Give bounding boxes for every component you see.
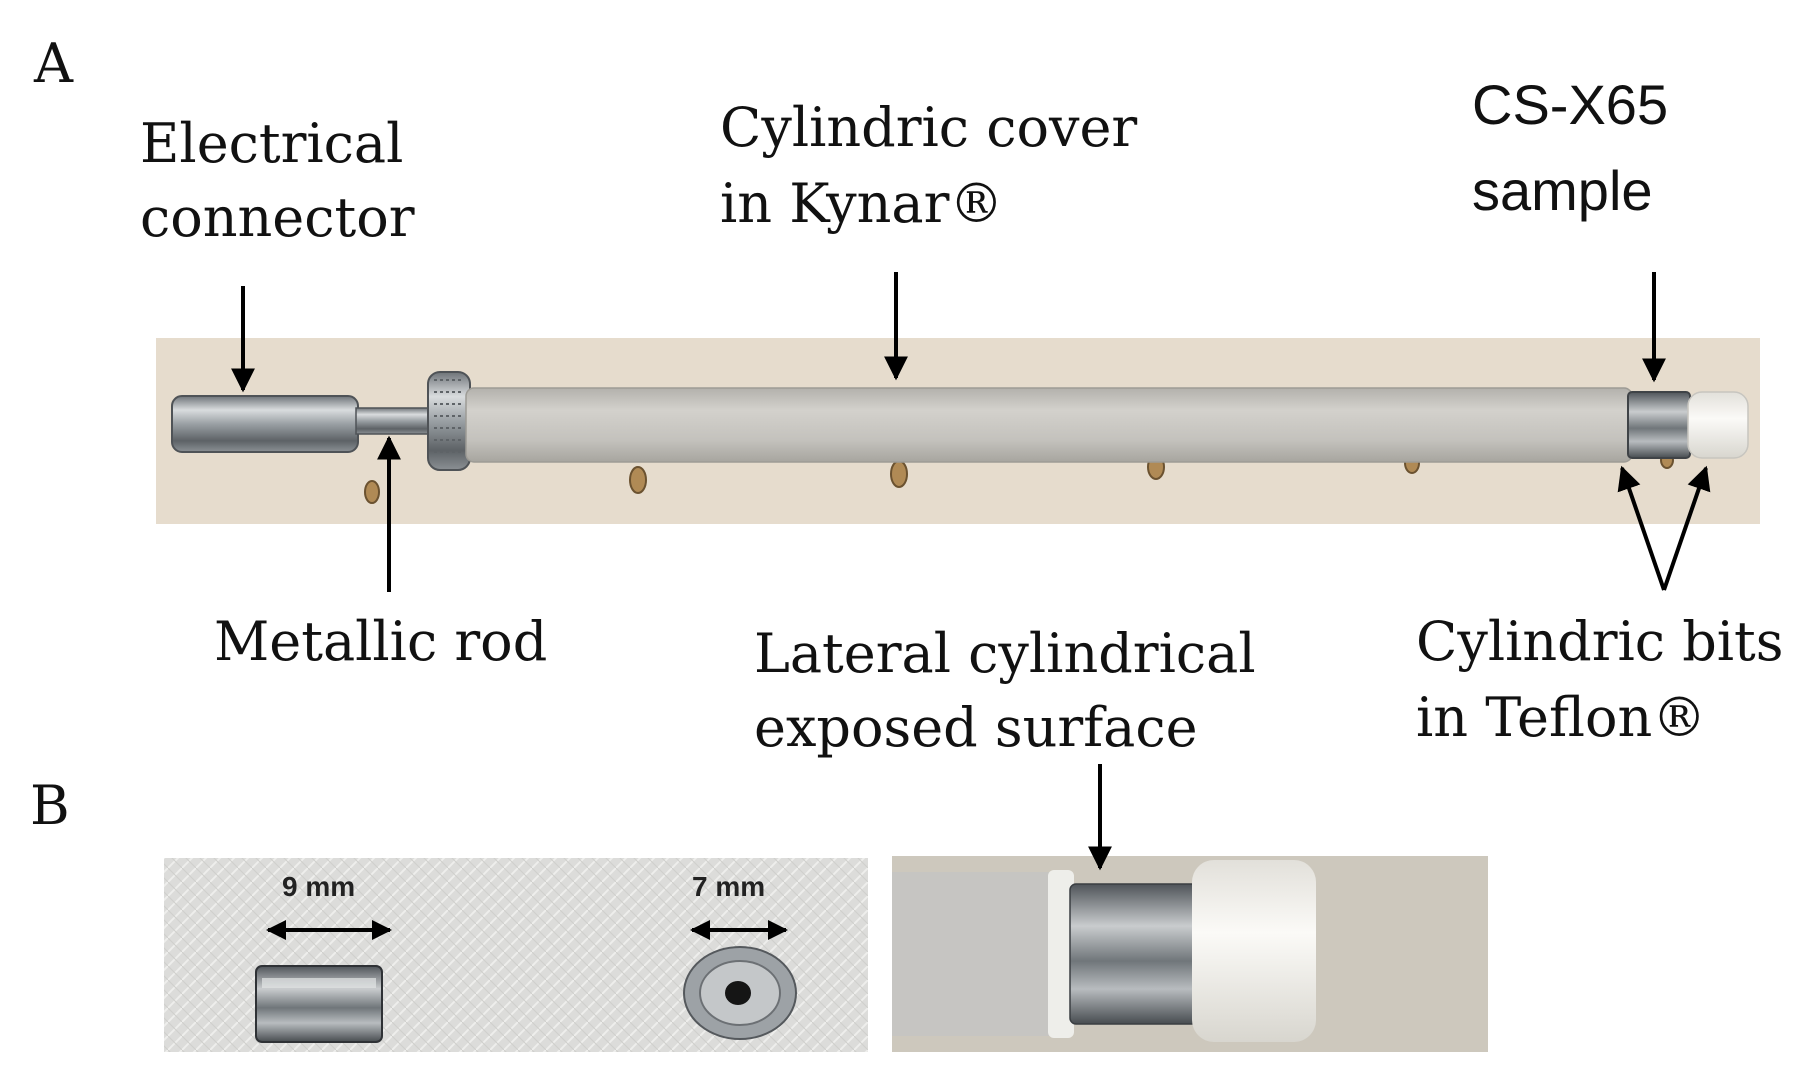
label-metallic-rod: Metallic rod xyxy=(214,610,547,673)
sample-top-view xyxy=(683,946,797,1040)
sample-closeup-photo xyxy=(892,856,1488,1052)
knurled-nut xyxy=(427,371,471,471)
dimension-length-label: 9 mm xyxy=(282,871,355,902)
closeup-kynar-cover xyxy=(892,872,1062,1036)
label-exposed-surface: Lateral cylindrical exposed surface xyxy=(754,622,1273,759)
panel-b-letter: B xyxy=(30,774,70,837)
sample-side-view xyxy=(255,965,383,1043)
panel-a-letter: A xyxy=(33,32,74,95)
arrow-teflon-bit-left xyxy=(1617,465,1666,591)
kynar-cover-part xyxy=(465,387,1633,463)
label-electrical-connector: Electrical connector xyxy=(140,112,421,249)
electrode-photo xyxy=(156,338,1760,524)
metallic-rod-part xyxy=(355,407,433,435)
electrical-connector-part xyxy=(171,395,359,453)
label-sample: CS-X65 sample xyxy=(1472,73,1684,222)
arrows-panel-a xyxy=(231,272,1711,592)
label-teflon-bits: Cylindric bits in Teflon® xyxy=(1416,610,1801,749)
arrow-teflon-bit-right xyxy=(1662,465,1711,591)
label-cylindric-cover: Cylindric cover in Kynar® xyxy=(720,96,1154,235)
closeup-teflon-right xyxy=(1192,860,1316,1042)
teflon-cap-part xyxy=(1687,391,1749,459)
sample-part xyxy=(1627,391,1691,459)
closeup-teflon-left xyxy=(1048,870,1074,1038)
closeup-sample xyxy=(1069,883,1199,1025)
dimension-diameter-label: 7 mm xyxy=(692,871,765,902)
sample-pieces-photo: 9 mm 7 mm xyxy=(164,858,868,1052)
